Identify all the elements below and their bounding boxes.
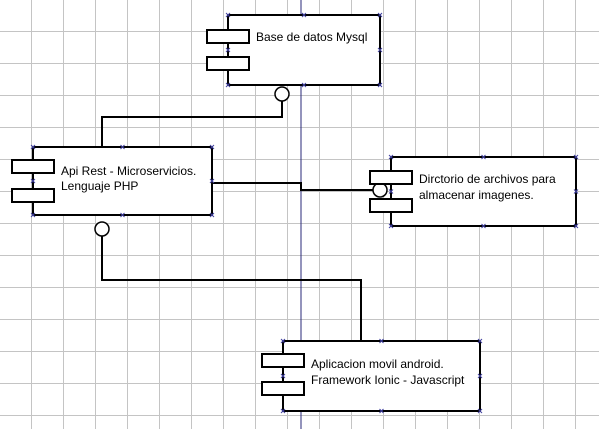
selection-handle-mark [301,82,307,88]
selection-handle-mark [120,144,125,150]
selection-handle-mark [30,212,36,218]
selection-handle-mark [30,144,36,150]
selection-handle-mark [209,212,215,218]
interface-circle-api[interactable] [94,221,110,237]
selection-handle-mark [379,338,384,344]
component-label-line-1: Dirctorio de archivos para [419,172,556,186]
component-mobile-app[interactable]: Aplicacion movil android. Framework Ioni… [261,340,481,412]
selection-handles [30,12,579,414]
selection-handle-mark [481,223,486,229]
component-body [390,156,577,227]
selection-handle-mark [379,408,384,414]
selection-handle-mark [280,373,286,379]
interface-circles [94,86,388,237]
interface-circle-dir[interactable] [372,182,388,198]
selection-handle-mark [280,338,286,344]
component-label-line-1: Api Rest - Microservicios. [61,164,196,178]
selection-handle-mark [388,154,394,160]
selection-handle-mark [209,144,215,150]
component-port-bottom [369,198,413,213]
selection-handle-mark [477,408,483,414]
component-port-top [11,159,55,174]
component-label-line-2: almacenar imagenes. [419,188,534,202]
selection-handle-mark [477,338,483,344]
selection-handle-mark [280,408,286,414]
component-port-bottom [261,381,305,396]
component-label-line-1: Base de datos Mysql [256,30,367,44]
selection-handle-mark [225,82,231,88]
component-file-directory[interactable]: Dirctorio de archivos para almacenar ima… [369,156,577,227]
selection-handle-mark [30,178,36,184]
selection-handle-mark [377,47,383,53]
selection-handle-mark [301,12,307,18]
interface-circle-db[interactable] [274,86,290,102]
selection-handle-mark [120,212,125,218]
selection-handle-mark [377,12,383,18]
component-label-line-2: Lenguaje PHP [61,179,138,193]
component-port-top [369,170,413,185]
selection-handle-mark [573,223,579,229]
selection-handle-mark [481,154,486,160]
selection-handle-mark [388,223,394,229]
selection-handle-mark [573,189,579,194]
component-body [227,14,381,86]
component-label-line-1: Aplicacion movil android. [311,357,444,371]
selection-handle-mark [209,178,215,184]
selection-handle-mark [573,154,579,160]
selection-handle-mark [477,373,483,379]
component-label-line-2: Framework Ionic - Javascript [311,373,465,387]
component-port-bottom [11,188,55,203]
component-port-top [261,353,305,368]
selection-handle-mark [225,47,231,53]
connectors [101,101,373,340]
component-api-rest[interactable]: Api Rest - Microservicios. Lenguaje PHP [11,146,213,216]
connector-app-api[interactable] [101,236,362,340]
component-port-bottom [206,56,250,71]
component-port-top [206,29,250,44]
selection-handle-mark [225,12,231,18]
connector-api-db[interactable] [101,101,283,158]
connector-api-dir[interactable] [212,182,373,191]
component-database[interactable]: Base de datos Mysql [206,14,381,86]
selection-handle-mark [377,82,383,88]
component-body [32,146,213,216]
selection-handle-mark [388,189,394,194]
